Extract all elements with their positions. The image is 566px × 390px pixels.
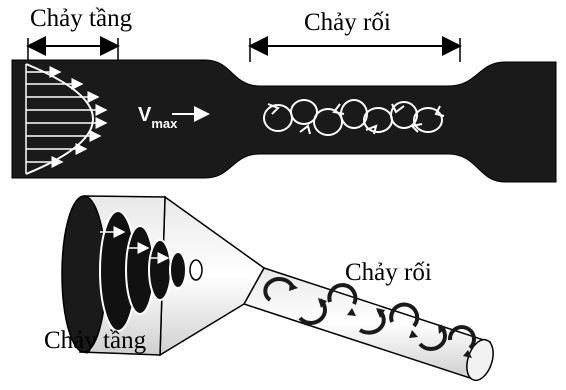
pipe-3d (62, 196, 498, 384)
laminar-flow-label-bottom: Chảy tầng (44, 328, 146, 353)
turbulent-dimension-arrow (250, 38, 460, 62)
laminar-flow-label-top: Chảy tầng (30, 6, 132, 31)
laminar-dimension-arrow (28, 38, 118, 62)
turbulent-flow-label-bottom: Chảy rối (345, 260, 432, 285)
turbulent-flow-label-top: Chảy rối (304, 10, 391, 35)
